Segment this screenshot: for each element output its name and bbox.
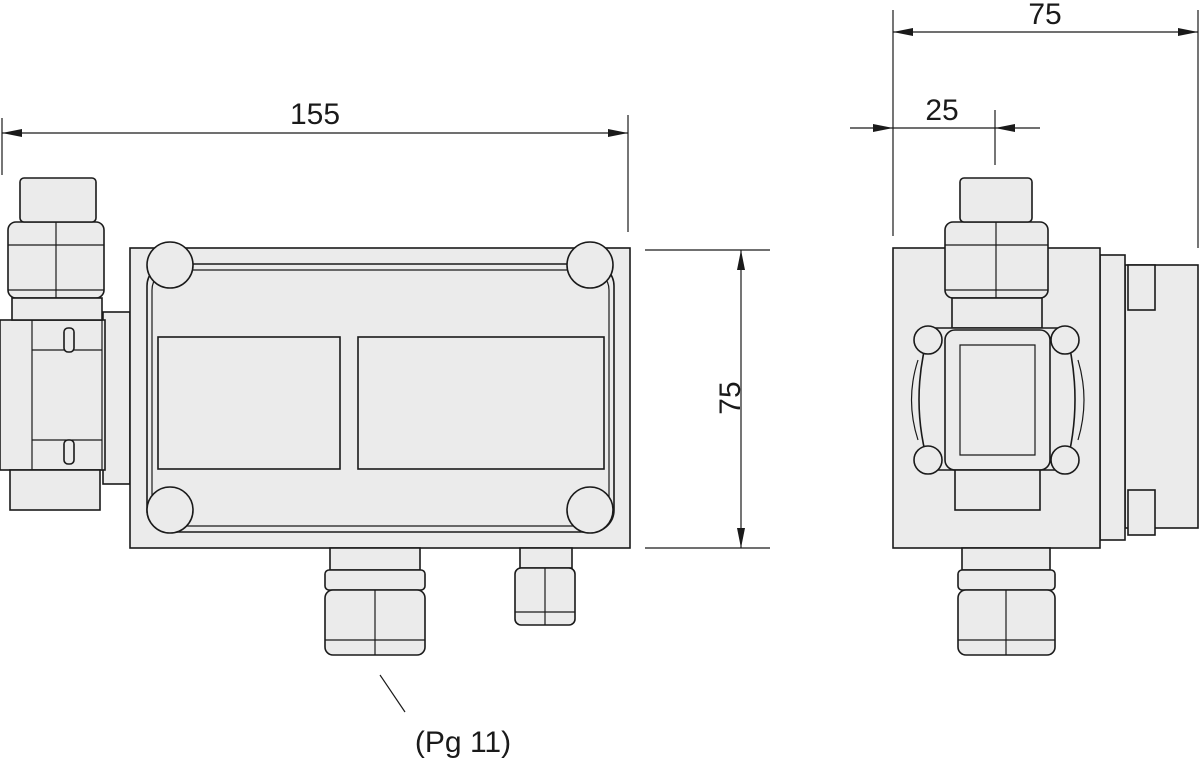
dimension-155: 155 [1,98,629,232]
dimension-75-side: 75 [892,0,1199,248]
dimension-label: 75 [1028,0,1061,31]
side-view [892,177,1199,656]
front-view [0,177,631,713]
dimension-label: 75 [714,381,747,414]
dimension-label: 25 [925,94,958,127]
cable-gland-label: (Pg 11) [415,726,511,758]
dimension-height-75: 75 [645,249,770,549]
dimension-label: 155 [290,98,340,131]
dimension-25: 25 [850,94,1040,165]
